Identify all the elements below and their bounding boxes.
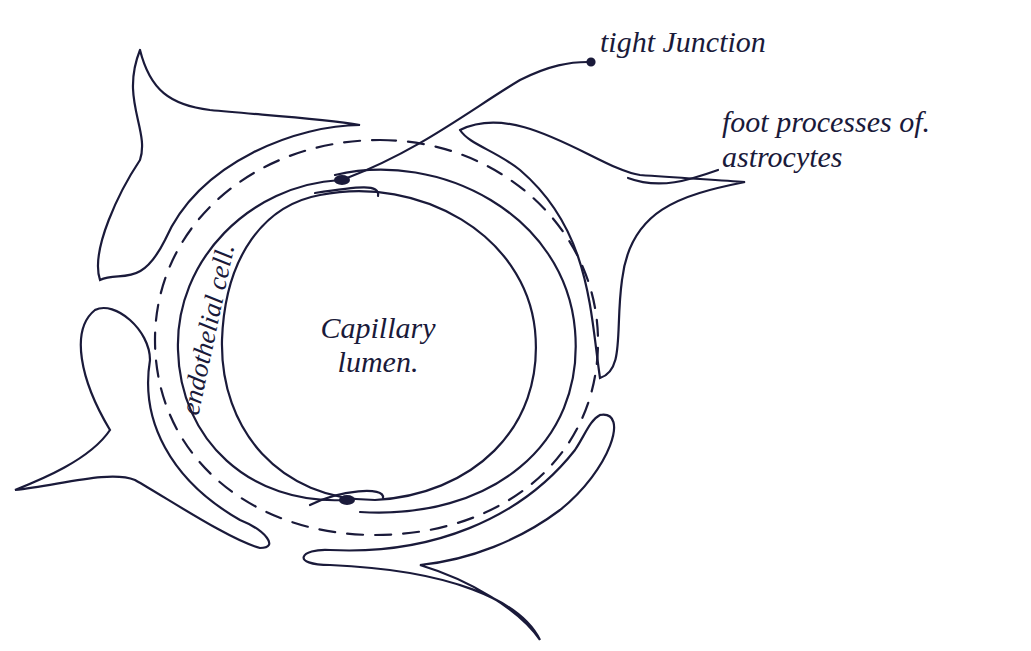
tight-junction-mark bbox=[334, 175, 350, 185]
endothelial-cell bbox=[315, 187, 378, 196]
lumen-outline bbox=[222, 191, 536, 500]
part-label: endothelial cell. bbox=[175, 242, 242, 419]
astrocyte-foot bbox=[460, 123, 745, 378]
leader-line bbox=[628, 170, 718, 183]
astrocyte-foot bbox=[304, 415, 614, 640]
basement-membrane bbox=[155, 140, 598, 535]
leader-line bbox=[347, 62, 588, 178]
endothelial-cell bbox=[310, 491, 383, 505]
lumen-region: Capillary lumen. bbox=[293, 311, 463, 380]
astrocyte-foot bbox=[15, 308, 269, 548]
region-label: Capillary lumen. bbox=[293, 311, 463, 380]
tight-junction-mark bbox=[339, 495, 355, 505]
part-label: foot processes of. astrocytes bbox=[722, 105, 952, 174]
part-label: tight Junction bbox=[600, 25, 900, 60]
leader-tip bbox=[588, 59, 595, 66]
